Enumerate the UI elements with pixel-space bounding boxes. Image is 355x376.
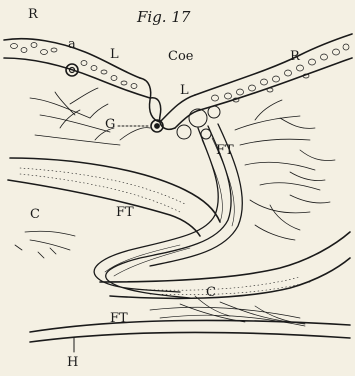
label-ft-lower: FT (110, 312, 128, 325)
label-c-right: C (206, 286, 216, 299)
fibers-upper-left (30, 88, 150, 145)
label-h: H (67, 356, 78, 369)
label-g: G (105, 118, 115, 131)
r-band-right (195, 34, 352, 110)
label-ft-upper: FT (216, 144, 234, 157)
fibers-right (235, 100, 335, 240)
capillary-tube-lower (100, 232, 350, 298)
label-a: a (68, 38, 76, 51)
label-l-left: L (110, 48, 119, 61)
coelom-fold (140, 78, 200, 129)
label-ft-middle: FT (116, 206, 134, 219)
fibers-lower-left (15, 231, 75, 258)
label-c-left: C (30, 208, 40, 221)
label-r-left: R (28, 8, 38, 21)
figure-title: Fig. 17 (137, 10, 190, 25)
capillary-tube-upper (8, 158, 220, 236)
label-coe: Coe (168, 50, 193, 63)
label-r-right: R (290, 50, 300, 63)
label-l-right: L (180, 84, 189, 97)
